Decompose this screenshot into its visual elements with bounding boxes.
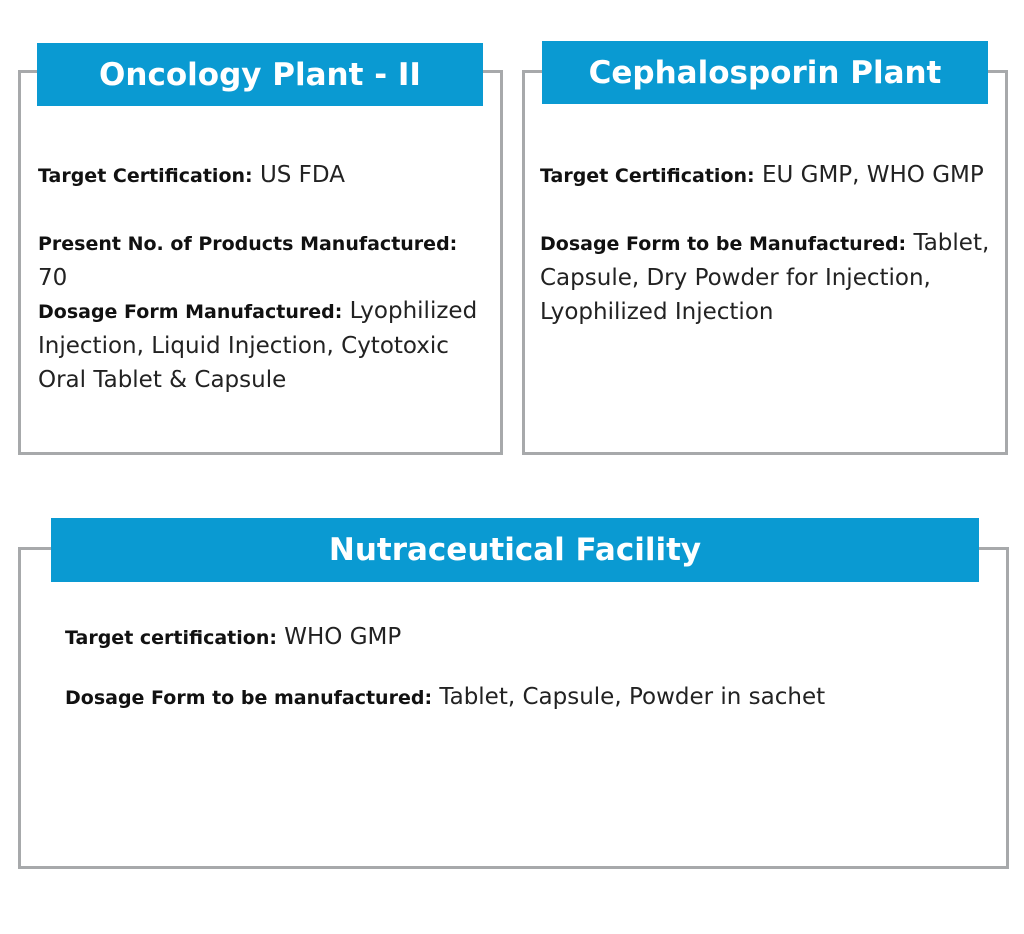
cephalosporin-target-value: EU GMP, WHO GMP	[761, 162, 984, 188]
nutraceutical-target-label: Target certification:	[65, 627, 277, 649]
nutraceutical-facility-card	[18, 547, 1009, 869]
oncology-plant-title: Oncology Plant - II	[37, 43, 483, 106]
cephalosporin-target-label: Target Certification:	[540, 165, 755, 187]
oncology-dosage-label: Dosage Form Manufactured:	[38, 301, 343, 323]
nutraceutical-target-value: WHO GMP	[284, 624, 402, 650]
nutraceutical-facility-title: Nutraceutical Facility	[51, 518, 979, 582]
oncology-dosage-form: Dosage Form Manufactured: Lyophilized In…	[38, 294, 478, 397]
cephalosporin-plant-title: Cephalosporin Plant	[542, 41, 988, 104]
nutraceutical-dosage-label: Dosage Form to be manufactured:	[65, 687, 433, 709]
oncology-target-label: Target Certification:	[38, 165, 253, 187]
cephalosporin-dosage-label: Dosage Form to be Manufactured:	[540, 233, 907, 255]
oncology-target-certification: Target Certification: US FDA	[38, 158, 488, 193]
cephalosporin-dosage-value: Tablet, Capsule, Dry Powder for Injectio…	[540, 230, 990, 325]
cephalosporin-target-certification: Target Certification: EU GMP, WHO GMP	[540, 158, 1000, 193]
nutraceutical-dosage-value: Tablet, Capsule, Powder in sachet	[439, 684, 826, 710]
oncology-products-count: Present No. of Products Manufactured: 70	[38, 226, 493, 295]
oncology-dosage-value: Lyophilized Injection, Liquid Injection,…	[38, 298, 478, 393]
oncology-plant-card	[18, 70, 503, 455]
nutraceutical-target-certification: Target certification: WHO GMP	[65, 620, 965, 655]
cephalosporin-dosage-form: Dosage Form to be Manufactured: Tablet, …	[540, 226, 990, 329]
oncology-products-label: Present No. of Products Manufactured:	[38, 233, 458, 255]
oncology-target-value: US FDA	[259, 162, 345, 188]
cephalosporin-plant-card	[522, 70, 1008, 455]
oncology-products-value: 70	[38, 265, 68, 291]
nutraceutical-dosage-form: Dosage Form to be manufactured: Tablet, …	[65, 680, 965, 715]
